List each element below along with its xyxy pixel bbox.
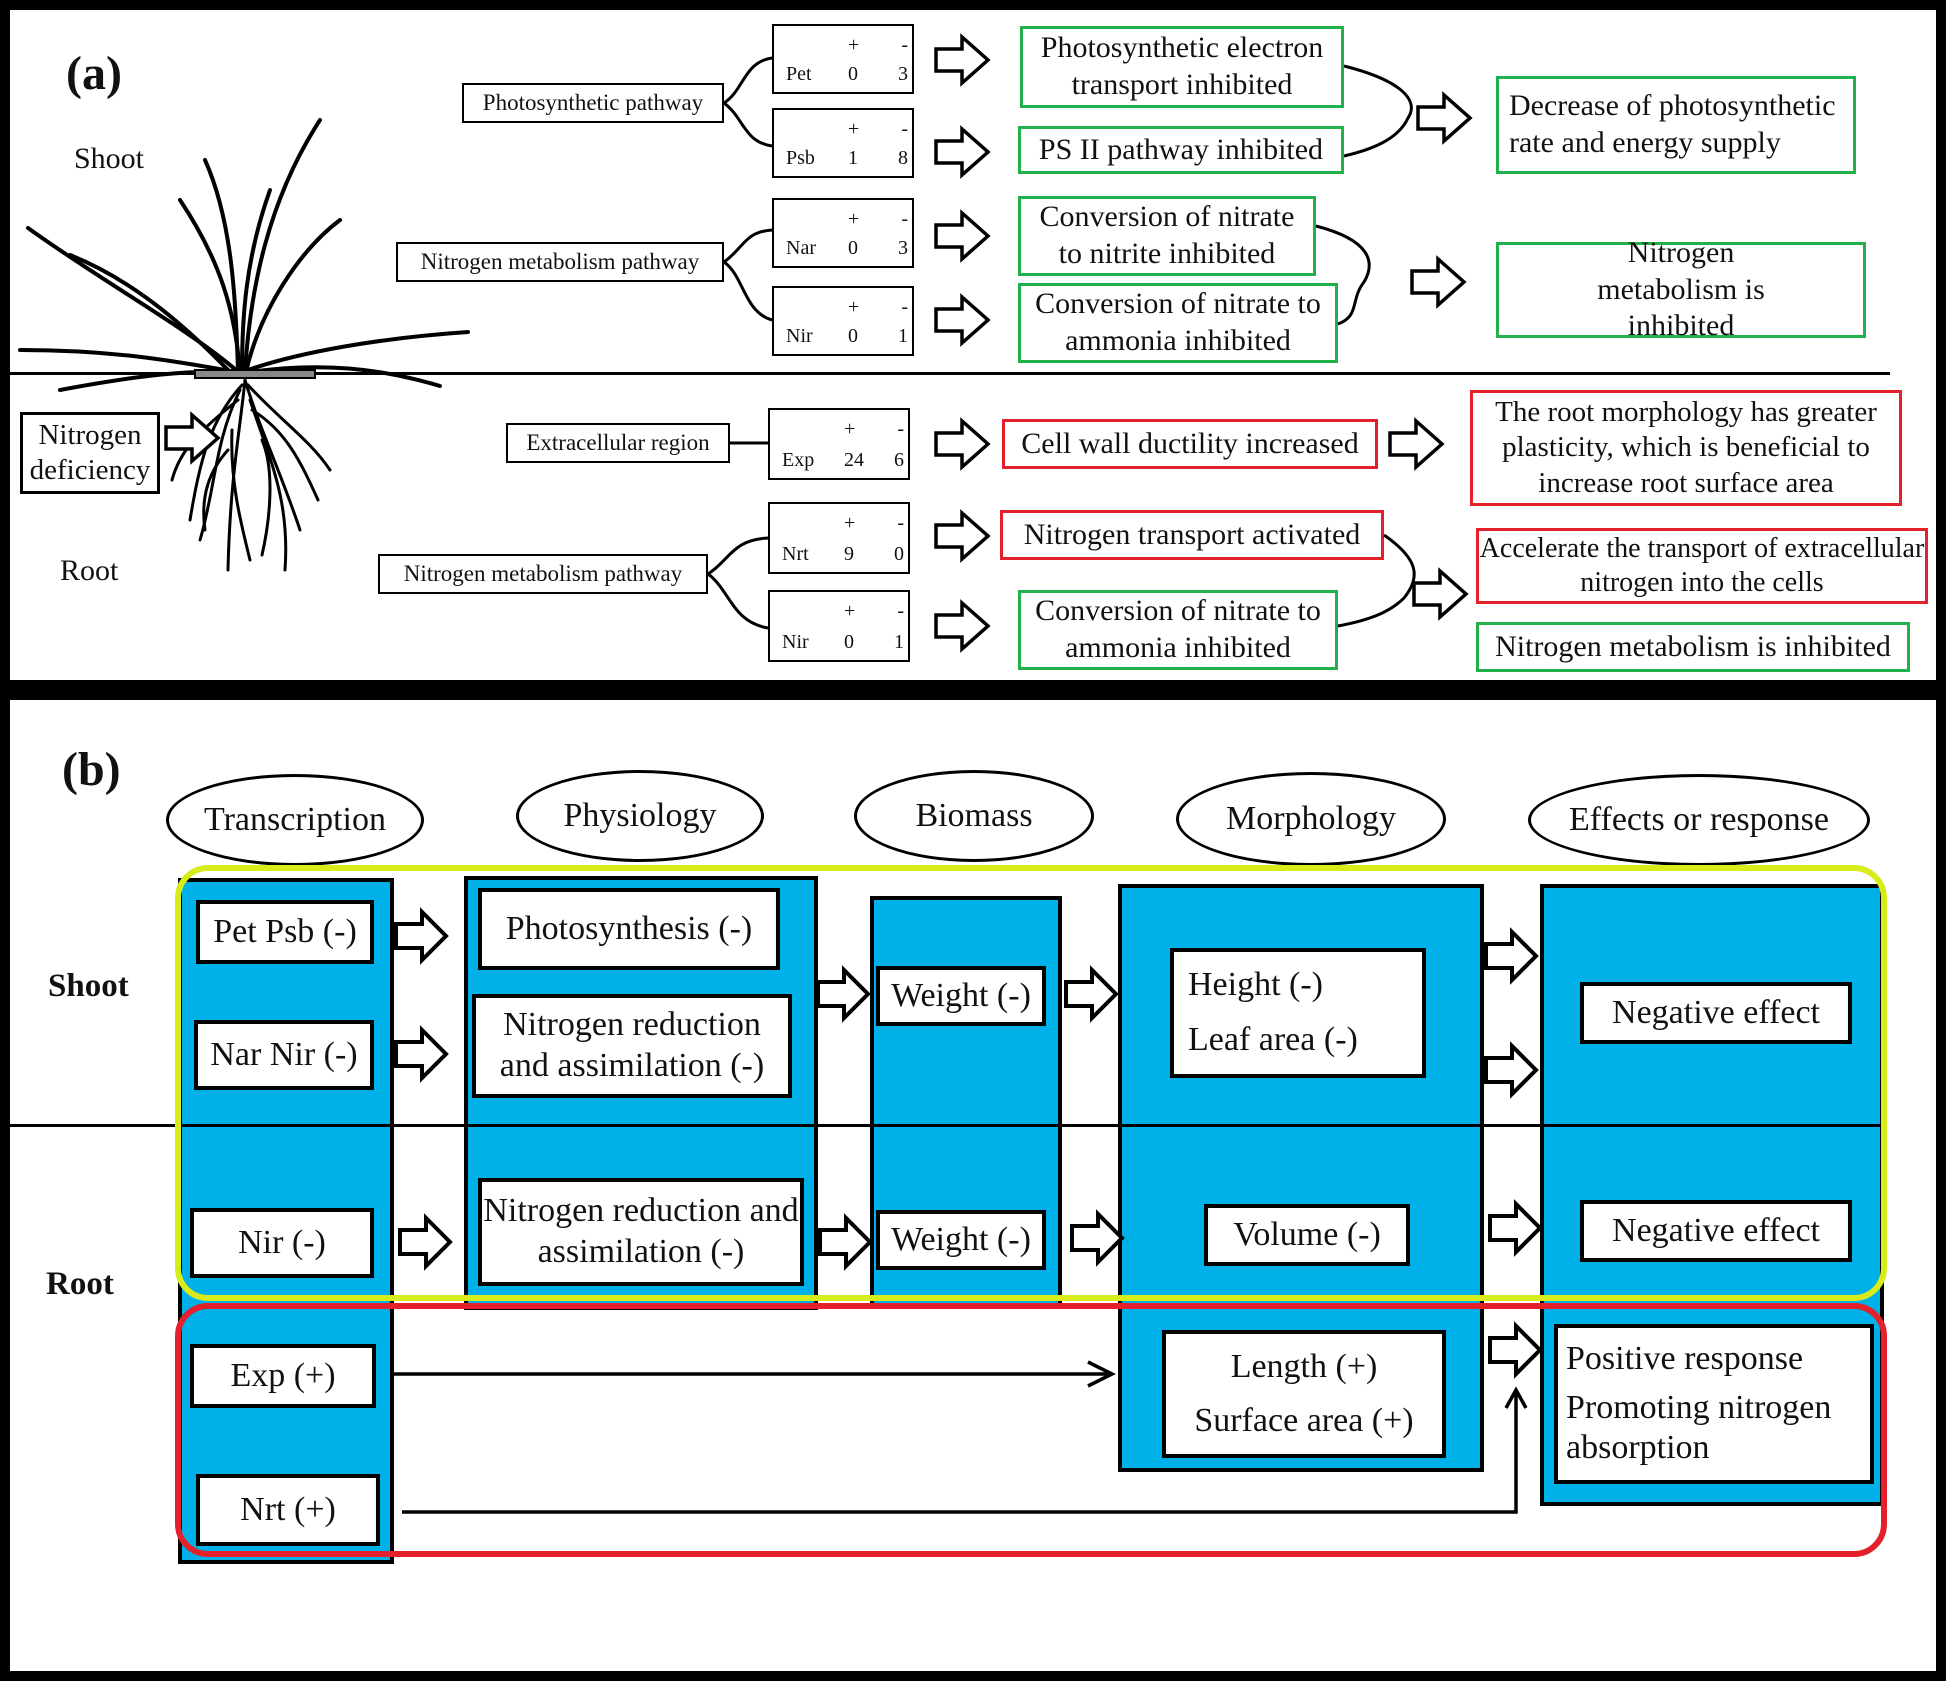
- morphology-volume: Volume (-): [1204, 1204, 1410, 1266]
- physiology-photosynthesis: Photosynthesis (-): [478, 888, 780, 970]
- outcome-root-morphology-box: The root morphology has greater plastici…: [1470, 390, 1902, 506]
- effect-shoot-negative: Negative effect: [1580, 982, 1852, 1044]
- morphology-height: Height (-): [1188, 966, 1324, 1004]
- effect-pet-box: Photosynthetic electron transport inhibi…: [1020, 26, 1344, 108]
- physiology-nitrogen-shoot: Nitrogen reduction and assimilation (-): [472, 994, 792, 1098]
- effect-nir-root-box: Conversion of nitrate to ammonia inhibit…: [1018, 590, 1338, 670]
- transcription-nir: Nir (-): [190, 1208, 374, 1278]
- effect-positive-box: Positive response Promoting nitrogen abs…: [1554, 1324, 1874, 1484]
- panel-b-frame: [0, 690, 1946, 1681]
- header-morphology: Morphology: [1176, 772, 1446, 866]
- photosynthetic-pathway-box: Photosynthetic pathway: [462, 83, 724, 123]
- effect-root-negative: Negative effect: [1580, 1200, 1852, 1262]
- transcription-exp: Exp (+): [190, 1344, 376, 1408]
- effect-nrt-box: Nitrogen transport activated: [1000, 510, 1384, 560]
- morphology-root-box: Length (+) Surface area (+): [1162, 1330, 1446, 1458]
- shoot-label-a: Shoot: [74, 142, 145, 175]
- effect-positive-response: Positive response: [1566, 1339, 1804, 1377]
- shoot-root-divider: [10, 1124, 1886, 1127]
- extracellular-region-box: Extracellular region: [506, 423, 730, 463]
- panel-a-label: (a): [66, 47, 122, 100]
- morphology-surface-area: Surface area (+): [1194, 1401, 1414, 1439]
- root-label-b: Root: [46, 1266, 114, 1302]
- soil-line: [10, 372, 1890, 375]
- outcome-accelerate-box: Accelerate the transport of extracellula…: [1476, 528, 1928, 604]
- header-biomass: Biomass: [854, 770, 1094, 862]
- transcription-nrt: Nrt (+): [196, 1474, 380, 1546]
- shoot-label-b: Shoot: [48, 968, 129, 1004]
- header-physiology: Physiology: [516, 770, 764, 862]
- panel-a-frame: [0, 0, 1946, 690]
- biomass-shoot-weight: Weight (-): [876, 966, 1046, 1026]
- effect-nir-shoot-box: Conversion of nitrate to ammonia inhibit…: [1018, 283, 1338, 363]
- physiology-nitrogen-root: Nitrogen reduction and assimilation (-): [478, 1178, 804, 1286]
- effect-exp-box: Cell wall ductility increased: [1002, 419, 1378, 469]
- morphology-length: Length (+): [1230, 1347, 1378, 1385]
- nitrogen-pathway-shoot-box: Nitrogen metabolism pathway: [396, 242, 724, 282]
- outcome-photosynthesis-box: Decrease of photosynthetic rate and ener…: [1496, 76, 1856, 174]
- morphology-leaf-area: Leaf area (-): [1188, 1021, 1358, 1059]
- header-effects: Effects or response: [1528, 774, 1870, 866]
- biomass-root-weight: Weight (-): [876, 1210, 1046, 1270]
- nitrogen-deficiency-box: Nitrogen deficiency: [20, 412, 160, 494]
- outcome-nitrogen-root-box: Nitrogen metabolism is inhibited: [1476, 622, 1910, 672]
- root-label-a: Root: [60, 554, 119, 587]
- effect-psb-box: PS II pathway inhibited: [1018, 126, 1344, 174]
- transcription-pet-psb: Pet Psb (-): [196, 900, 374, 964]
- transcription-nar-nir: Nar Nir (-): [194, 1020, 374, 1090]
- panel-b-label: (b): [62, 743, 121, 796]
- outcome-nitrogen-shoot-box: Nitrogen metabolism is inhibited: [1496, 236, 1866, 342]
- effect-nar-box: Conversion of nitrate to nitrite inhibit…: [1018, 196, 1316, 276]
- effect-promoting-absorption: Promoting nitrogen absorption: [1566, 1388, 1832, 1467]
- nitrogen-pathway-root-box: Nitrogen metabolism pathway: [378, 554, 708, 594]
- panel-a-block-arrows: [164, 35, 1472, 651]
- panel-a-connectors: [164, 35, 1472, 651]
- morphology-shoot-box: Height (-) Leaf area (-): [1170, 948, 1426, 1078]
- header-transcription: Transcription: [166, 774, 424, 866]
- plant-illustration: [18, 118, 470, 572]
